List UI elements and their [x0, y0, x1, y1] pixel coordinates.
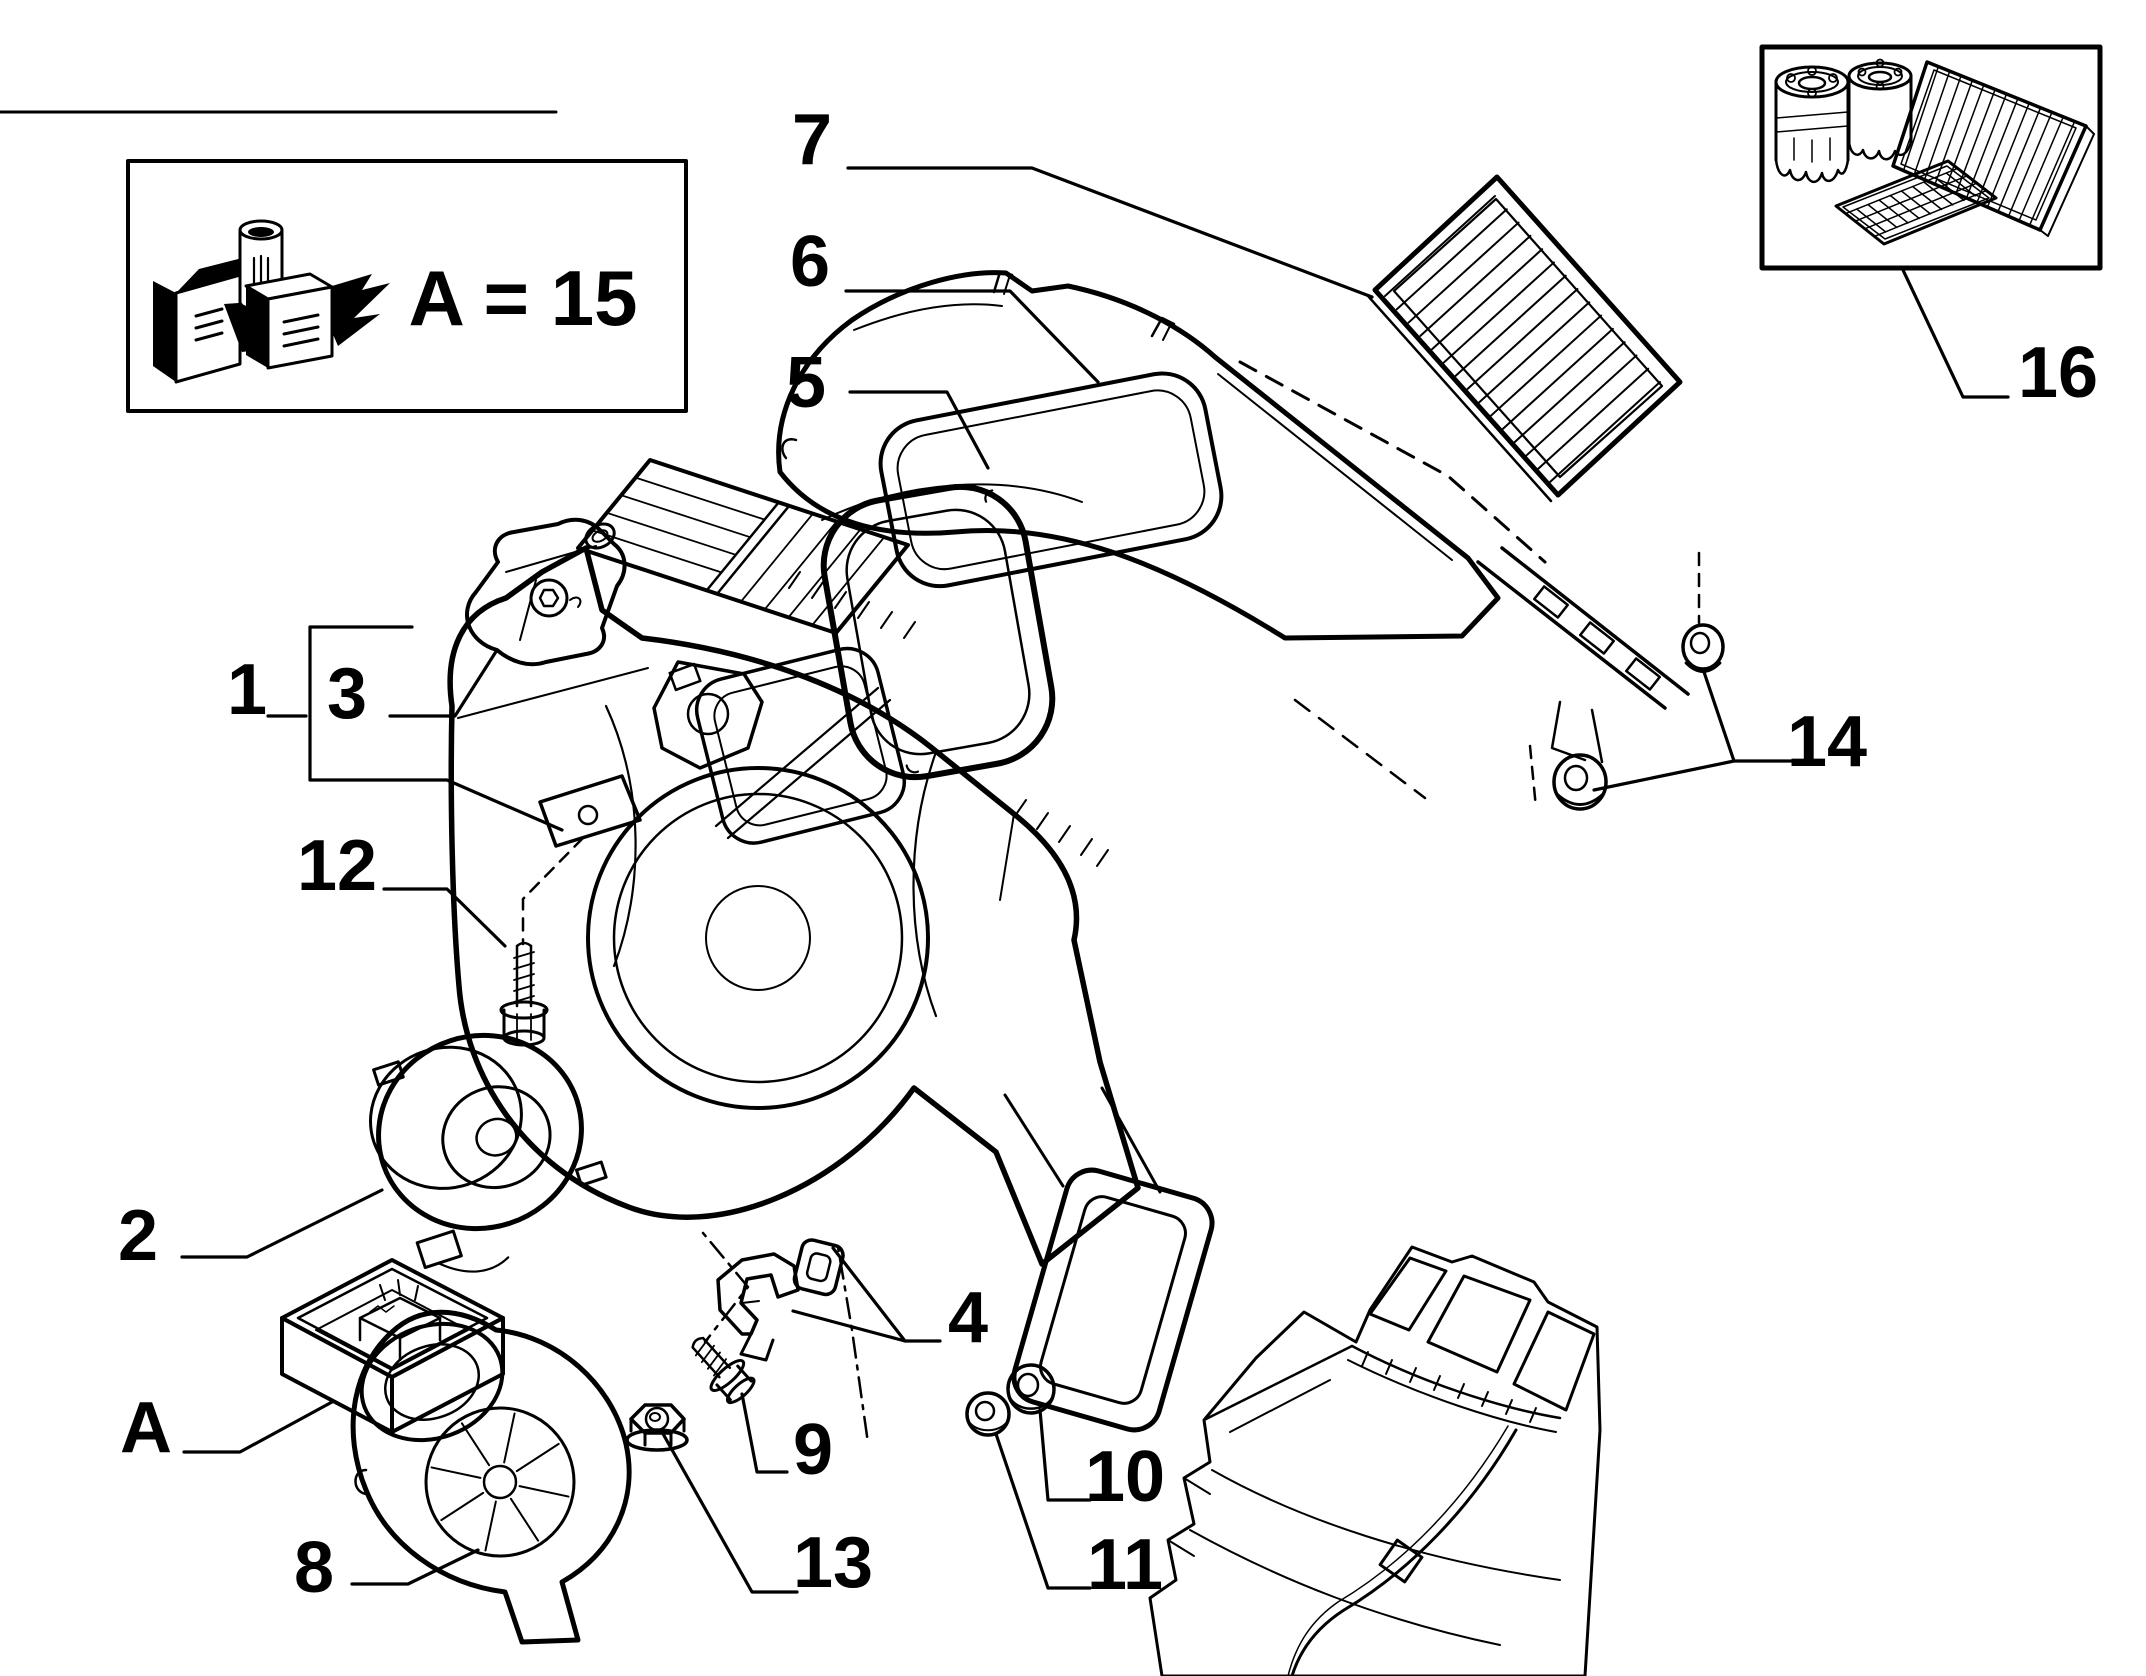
- callout-12: 12: [297, 826, 377, 906]
- callout-5: 5: [786, 343, 826, 423]
- part-washer-10: [1006, 1363, 1056, 1415]
- callout-8: 8: [294, 1528, 334, 1608]
- legend-box: A = 15: [126, 159, 688, 413]
- part-flange-grommets-14: [1476, 546, 1725, 811]
- callout-leader-3: [388, 648, 499, 718]
- callout-leader-9: [740, 1392, 789, 1474]
- callout-leader-6: [844, 289, 1100, 384]
- callout-3: 3: [327, 654, 367, 734]
- legend-value: A = 15: [408, 254, 637, 342]
- part-nut-13: [625, 1403, 689, 1452]
- callout-6: 6: [790, 222, 830, 302]
- grommet-icon: [1681, 623, 1725, 673]
- oil-filter-large-icon: [1774, 65, 1850, 184]
- callout-A: A: [120, 1388, 172, 1468]
- callout-7: 7: [792, 100, 832, 180]
- callout-leader-12: [382, 887, 507, 948]
- part-washer-11: [965, 1391, 1011, 1437]
- assembly-axes: [457, 360, 1701, 1445]
- cabin-filter-kit-icon: [1891, 60, 2095, 237]
- callout-leader-7: [846, 166, 1374, 299]
- callout-11: 11: [1087, 1525, 1163, 1605]
- callout-4: 4: [948, 1278, 988, 1358]
- part-screw-12: [499, 941, 549, 1047]
- callout-leader-2: [180, 1188, 384, 1259]
- callout-leader-14: [1702, 670, 1794, 763]
- part-scroll-8: [350, 1309, 632, 1645]
- callout-1: 1: [227, 650, 267, 730]
- callout-leader-4: [791, 1309, 907, 1343]
- callout-leader-5: [848, 390, 990, 470]
- callout-13: 13: [793, 1523, 873, 1603]
- actuator-on-housing: [652, 660, 764, 770]
- part-screw-9: [691, 1336, 756, 1405]
- part-housing: [447, 545, 1141, 1267]
- callout-leader-8: [350, 1548, 480, 1586]
- part-filter-7: [1366, 174, 1683, 503]
- callout-leader-16: [1901, 268, 2010, 399]
- callout-10: 10: [1085, 1437, 1165, 1517]
- callout-leader-10: [1038, 1408, 1092, 1502]
- flat-filter-kit-icon: [1834, 159, 1998, 246]
- part-actuator-3: [465, 517, 627, 667]
- callout-14: 14: [1787, 702, 1867, 782]
- grommet-icon: [1552, 753, 1608, 811]
- callout-2: 2: [118, 1196, 158, 1276]
- part-clamp-4: [716, 1238, 845, 1362]
- callout-16: 16: [2018, 333, 2098, 413]
- housing-serration-ticks: [788, 571, 1109, 867]
- resistor-in-box: [358, 1279, 442, 1362]
- part-core-top: [576, 458, 910, 635]
- callout-9: 9: [793, 1410, 833, 1490]
- callout-leader-13: [660, 1430, 799, 1594]
- housing-mount-tab: [538, 774, 642, 848]
- callout-leader-14: [1592, 759, 1736, 792]
- kit-box-16: [1759, 44, 2103, 271]
- part-seal-5: [820, 483, 1056, 781]
- part-motor-2: [369, 1032, 608, 1273]
- callout-leader-1: [308, 625, 564, 832]
- fiat-parts-logo-icon: [153, 219, 390, 384]
- callout-leader-A: [182, 1400, 334, 1454]
- callout-leader-11: [994, 1432, 1092, 1590]
- assembled-unit: [1148, 1245, 1602, 1676]
- part-duct-outlet: [1003, 1086, 1215, 1433]
- part-cover-6: [776, 270, 1501, 641]
